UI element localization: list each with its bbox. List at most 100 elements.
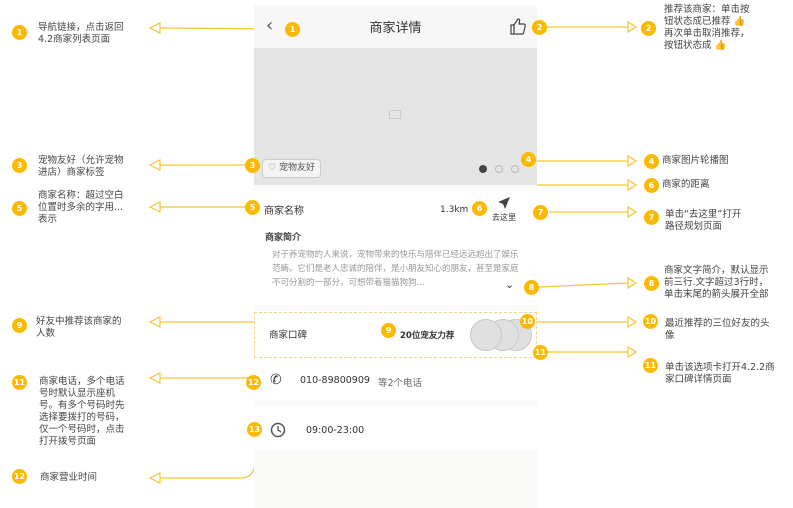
annotation-badge: 9: [12, 318, 27, 333]
annotation-line: 号时默认显示座机: [39, 388, 116, 399]
annotation-text: 商家的距离: [662, 179, 710, 191]
marker-10: 10: [520, 314, 535, 329]
clock-icon: [270, 422, 286, 442]
go-here-label: 去这里: [492, 213, 516, 222]
annotation-text: 推荐该商家：单击按钮状态成已推荐 👍再次单击取消推荐，按钮状态成 👍: [664, 4, 750, 52]
heart-icon: ♡: [268, 163, 277, 173]
annotation-line: 进店）商家标签: [38, 167, 105, 178]
annotation-badge: 11: [643, 358, 658, 373]
annotation-line: 商家营业时间: [40, 472, 98, 483]
marker-13: 13: [247, 422, 262, 437]
intro-text: 对于养宠物的人来说，宠物带来的快乐与陪伴已经远远超出了娱乐范畴。它们是老人忠诚的…: [272, 250, 519, 288]
annotation-badge: 3: [12, 158, 27, 173]
navigation-arrow-icon: [492, 196, 516, 212]
pet-tag-label: 宠物友好: [278, 163, 315, 173]
recommend-count: 20位宠友力荐: [400, 331, 455, 341]
annotation-text: 宠物友好（允许宠物进店）商家标签: [38, 155, 124, 179]
carousel-dots: [479, 165, 519, 173]
marker-5: 5: [245, 200, 260, 215]
annotation-line: 按钮状态成 👍: [664, 40, 727, 51]
distance: 1.3km: [440, 205, 469, 215]
annotation-line: 商家的距离: [662, 179, 710, 190]
divider: [254, 185, 537, 190]
phone-icon: ✆: [270, 372, 282, 388]
chevron-left-icon[interactable]: ‹: [266, 15, 274, 36]
annotation-text: 单击该选项卡打开4.2.2商家口碑详情页面: [665, 362, 775, 386]
image-carousel[interactable]: ♡ 宠物友好: [254, 48, 537, 185]
friend-avatar: [470, 319, 502, 351]
annotation-badge: 8: [644, 276, 659, 291]
marker-6: 6: [472, 201, 487, 216]
annotation-line: 宠物友好（允许宠物: [38, 155, 124, 166]
annotation-badge: 11: [12, 375, 27, 390]
annotation-badge: 10: [643, 314, 658, 329]
annotation-badge: 1: [12, 25, 27, 40]
annotation-line: 前三行.文字超过3行时，: [664, 277, 769, 288]
annotation-line: 最近推荐的三位好友的头: [665, 318, 770, 329]
image-placeholder-icon: [389, 110, 401, 119]
annotation-line: 仅一个号码时，点击: [39, 424, 125, 435]
annotation-text: 商家图片轮播图: [662, 155, 729, 167]
annotation-line: 商家图片轮播图: [662, 155, 729, 166]
carousel-dot[interactable]: [495, 165, 503, 173]
annotation-line: 单击该选项卡打开4.2.2商: [665, 362, 775, 373]
marker-3: 3: [245, 158, 260, 173]
annotation-badge: 4: [644, 154, 659, 169]
annotation-line: 像: [665, 330, 675, 341]
annotation-line: 位置时多余的字用...: [38, 202, 124, 213]
nav-bar: ‹ 商家详情: [254, 5, 537, 48]
annotation-text: 商家名称：超过空白位置时多余的字用...表示: [38, 190, 124, 226]
marker-2: 2: [532, 20, 547, 35]
divider: [254, 400, 537, 406]
hours-row: 09:00-23:00: [254, 406, 537, 448]
annotation-line: 单击末尾的箭头展开全部: [664, 289, 769, 300]
marker-1: 1: [285, 22, 300, 37]
annotation-line: 4.2商家列表页面: [38, 34, 111, 45]
annotation-line: 商家名称：超过空白: [38, 190, 124, 201]
annotation-line: 表示: [38, 214, 58, 225]
marker-7: 7: [533, 205, 548, 220]
annotation-line: 号。有多个号码时先: [39, 400, 125, 411]
annotation-line: 导航链接，点击返回: [38, 22, 124, 33]
bottom-area: [254, 450, 537, 508]
thumbs-up-icon[interactable]: [509, 17, 527, 39]
reputation-tab[interactable]: 商家口碑 20位宠友力荐: [254, 312, 537, 358]
more-phones: 等2个电话: [378, 378, 423, 389]
phone-number: 010-89800909: [300, 375, 370, 386]
carousel-dot[interactable]: [479, 165, 487, 173]
annotation-line: 商家电话，多个电话: [39, 376, 125, 387]
annotation-text: 单击“去这里”打开路径规划页面: [665, 209, 741, 233]
annotation-line: 钮状态成已推荐 👍: [664, 16, 746, 27]
annotation-badge: 5: [12, 201, 27, 216]
business-hours: 09:00-23:00: [306, 425, 365, 436]
annotation-badge: 7: [644, 210, 659, 225]
annotation-badge: 6: [644, 178, 659, 193]
annotation-line: 单击“去这里”打开: [665, 209, 742, 220]
annotation-line: 打开拨号页面: [39, 436, 97, 447]
page-title: 商家详情: [369, 21, 422, 36]
annotation-text: 商家营业时间: [40, 472, 97, 484]
annotation-text: 最近推荐的三位好友的头像: [665, 318, 770, 342]
annotation-line: 家口碑详情页面: [665, 374, 732, 385]
carousel-dot[interactable]: [511, 165, 519, 173]
annotation-badge: 2: [641, 21, 656, 36]
annotation-line: 路径规划页面: [665, 221, 723, 232]
annotation-line: 商家文字简介，默认显示: [664, 265, 769, 276]
phone-row[interactable]: ✆ 010-89800909 等2个电话: [254, 362, 537, 400]
marker-11: 11: [533, 345, 548, 360]
annotation-text: 好友中推荐该商家的人数: [36, 316, 122, 340]
expand-chevron-icon[interactable]: ⌄: [505, 278, 515, 291]
merchant-name: 商家名称: [264, 206, 304, 217]
annotation-text: 商家文字简介，默认显示前三行.文字超过3行时，单击末尾的箭头展开全部: [664, 265, 769, 301]
annotation-line: 人数: [36, 328, 56, 339]
marker-12: 12: [246, 375, 261, 390]
annotation-text: 商家电话，多个电话号时默认显示座机号。有多个号码时先选择要拨打的号码，仅一个号码…: [39, 376, 125, 448]
marker-4: 4: [521, 152, 536, 167]
annotation-line: 推荐该商家：单击按: [664, 4, 750, 15]
intro-title: 商家简介: [265, 233, 302, 243]
reputation-label: 商家口碑: [269, 330, 308, 341]
marker-9: 9: [381, 323, 396, 338]
go-here-button[interactable]: 去这里: [492, 196, 516, 223]
annotation-line: 再次单击取消推荐，: [664, 28, 750, 39]
